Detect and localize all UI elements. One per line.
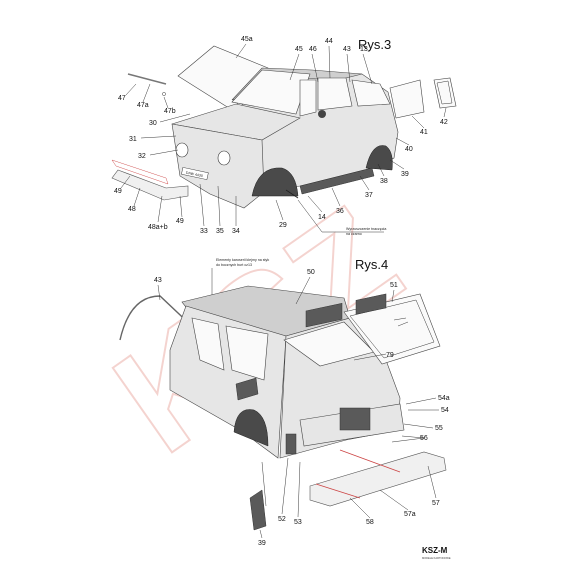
callout-47a: 47a: [137, 102, 149, 109]
figure-rys4: Rys.4 Elementy karoserii klejmy na styk …: [119, 257, 450, 547]
callout-32: 32: [138, 153, 146, 160]
callout-47: 47: [118, 95, 126, 102]
note-rys4-line-1: Elementy karoserii klejmy na styk: [216, 258, 269, 262]
callout-56: 56: [420, 435, 428, 442]
right-headlight: [217, 150, 231, 166]
callout-48ab: 48a+b: [148, 224, 168, 231]
callout-29: 29: [279, 222, 287, 229]
leaders-rys4: [157, 276, 439, 539]
callout-51: 51: [390, 282, 398, 289]
callout-49-right: 49: [176, 218, 184, 225]
rear-lamp: [285, 433, 297, 455]
car-quarter-window: [299, 79, 317, 117]
publisher-logo: KSZ-M MODELE KARTONOWE: [422, 546, 451, 560]
rear-glass-inner: [436, 80, 453, 105]
note-leader: [297, 199, 384, 233]
callout-48: 48: [128, 206, 136, 213]
callout-53: 53: [294, 519, 302, 526]
callout-36: 36: [336, 208, 344, 215]
figure-title: Rys.3: [358, 37, 391, 52]
door-window-frame-part: [389, 79, 425, 119]
wiper-arm-mark: [393, 317, 409, 327]
note-line-2: na czarno: [346, 232, 362, 236]
front-bumper-part: [111, 169, 189, 201]
callout-54: 54: [441, 407, 449, 414]
car-front: [171, 123, 265, 209]
car-windshield: [231, 69, 311, 115]
rear-door-window: [191, 317, 225, 371]
callout-45: 45: [295, 46, 303, 53]
callout-52: 52: [278, 516, 286, 523]
left-headlight: [175, 142, 189, 158]
callout-31: 31: [129, 136, 137, 143]
logo-tagline: MODELE KARTONOWE: [422, 556, 451, 560]
callout-79: 79: [386, 352, 394, 359]
car-door-window: [317, 77, 353, 111]
wiper-pivot: [162, 92, 166, 96]
side-mirror: [318, 110, 326, 118]
callout-49-left: 49: [114, 188, 122, 195]
logo-brand: KSZ-M: [422, 546, 448, 555]
figure-title-rys4: Rys.4: [355, 257, 388, 272]
roof-gutter-part: [119, 295, 197, 341]
callout-30: 30: [149, 120, 157, 127]
callout-35: 35: [216, 228, 224, 235]
engine-vents: [305, 293, 387, 328]
side-sill-strip: [299, 167, 375, 195]
car-rear-window: [351, 79, 391, 107]
callout-57: 57: [432, 500, 440, 507]
note-rys4-line-2: do bocznych burt cz13: [216, 263, 252, 267]
rear-side-vent: [235, 377, 259, 401]
callout-14: 14: [318, 214, 326, 221]
license-plate: [181, 167, 209, 180]
callouts-rys3: 45a 45 46 44 43 13 47 47a 47b 30 31 32 4…: [114, 36, 448, 235]
callout-13: 13: [360, 46, 368, 53]
wiper-part: [127, 73, 167, 85]
rear-wheel-arch: [233, 409, 269, 447]
bumper-guard-part: [315, 483, 361, 499]
mudflap-part: [249, 489, 267, 531]
front-wheel: [251, 167, 299, 197]
rear-quarter-glass: [225, 325, 269, 381]
callout-37: 37: [365, 192, 373, 199]
callout-38: 38: [380, 178, 388, 185]
leaders-rys3: [120, 43, 447, 227]
callout-44: 44: [325, 38, 333, 45]
bumper-inner-part: [111, 159, 169, 185]
callout-55: 55: [435, 425, 443, 432]
callout-54a: 54a: [438, 395, 450, 402]
callouts-rys4: 43 50 51 79 54a 54 55 56 57 57a 58 52 53…: [154, 269, 450, 547]
callout-45a: 45a: [241, 36, 253, 43]
rear-number-plate: [339, 407, 371, 431]
guide-panel: [285, 189, 299, 199]
callout-50: 50: [307, 269, 315, 276]
callout-57a: 57a: [404, 511, 416, 518]
callout-41: 41: [420, 129, 428, 136]
callout-34: 34: [232, 228, 240, 235]
callout-40: 40: [405, 146, 413, 153]
license-plate-text: DAW 4430: [185, 171, 203, 178]
callout-47b: 47b: [164, 108, 176, 115]
callout-42: 42: [440, 119, 448, 126]
callout-43-r4: 43: [154, 277, 162, 284]
callout-58: 58: [366, 519, 374, 526]
rear-bumper-part: [309, 451, 447, 507]
rear-wheel: [365, 145, 393, 171]
callout-39: 39: [401, 171, 409, 178]
callout-43: 43: [343, 46, 351, 53]
callout-39-r4: 39: [258, 540, 266, 547]
rear-window-frame-inner: [349, 299, 435, 359]
callout-33: 33: [200, 228, 208, 235]
rear-glass-part: [433, 77, 457, 109]
callout-46: 46: [309, 46, 317, 53]
bumper-trim-part: [339, 449, 401, 473]
figure-rys3: Rys.3 DAW 4430: [111, 36, 457, 236]
note-line-1: Wyrzuszczenie tnaczęcia: [346, 227, 386, 231]
